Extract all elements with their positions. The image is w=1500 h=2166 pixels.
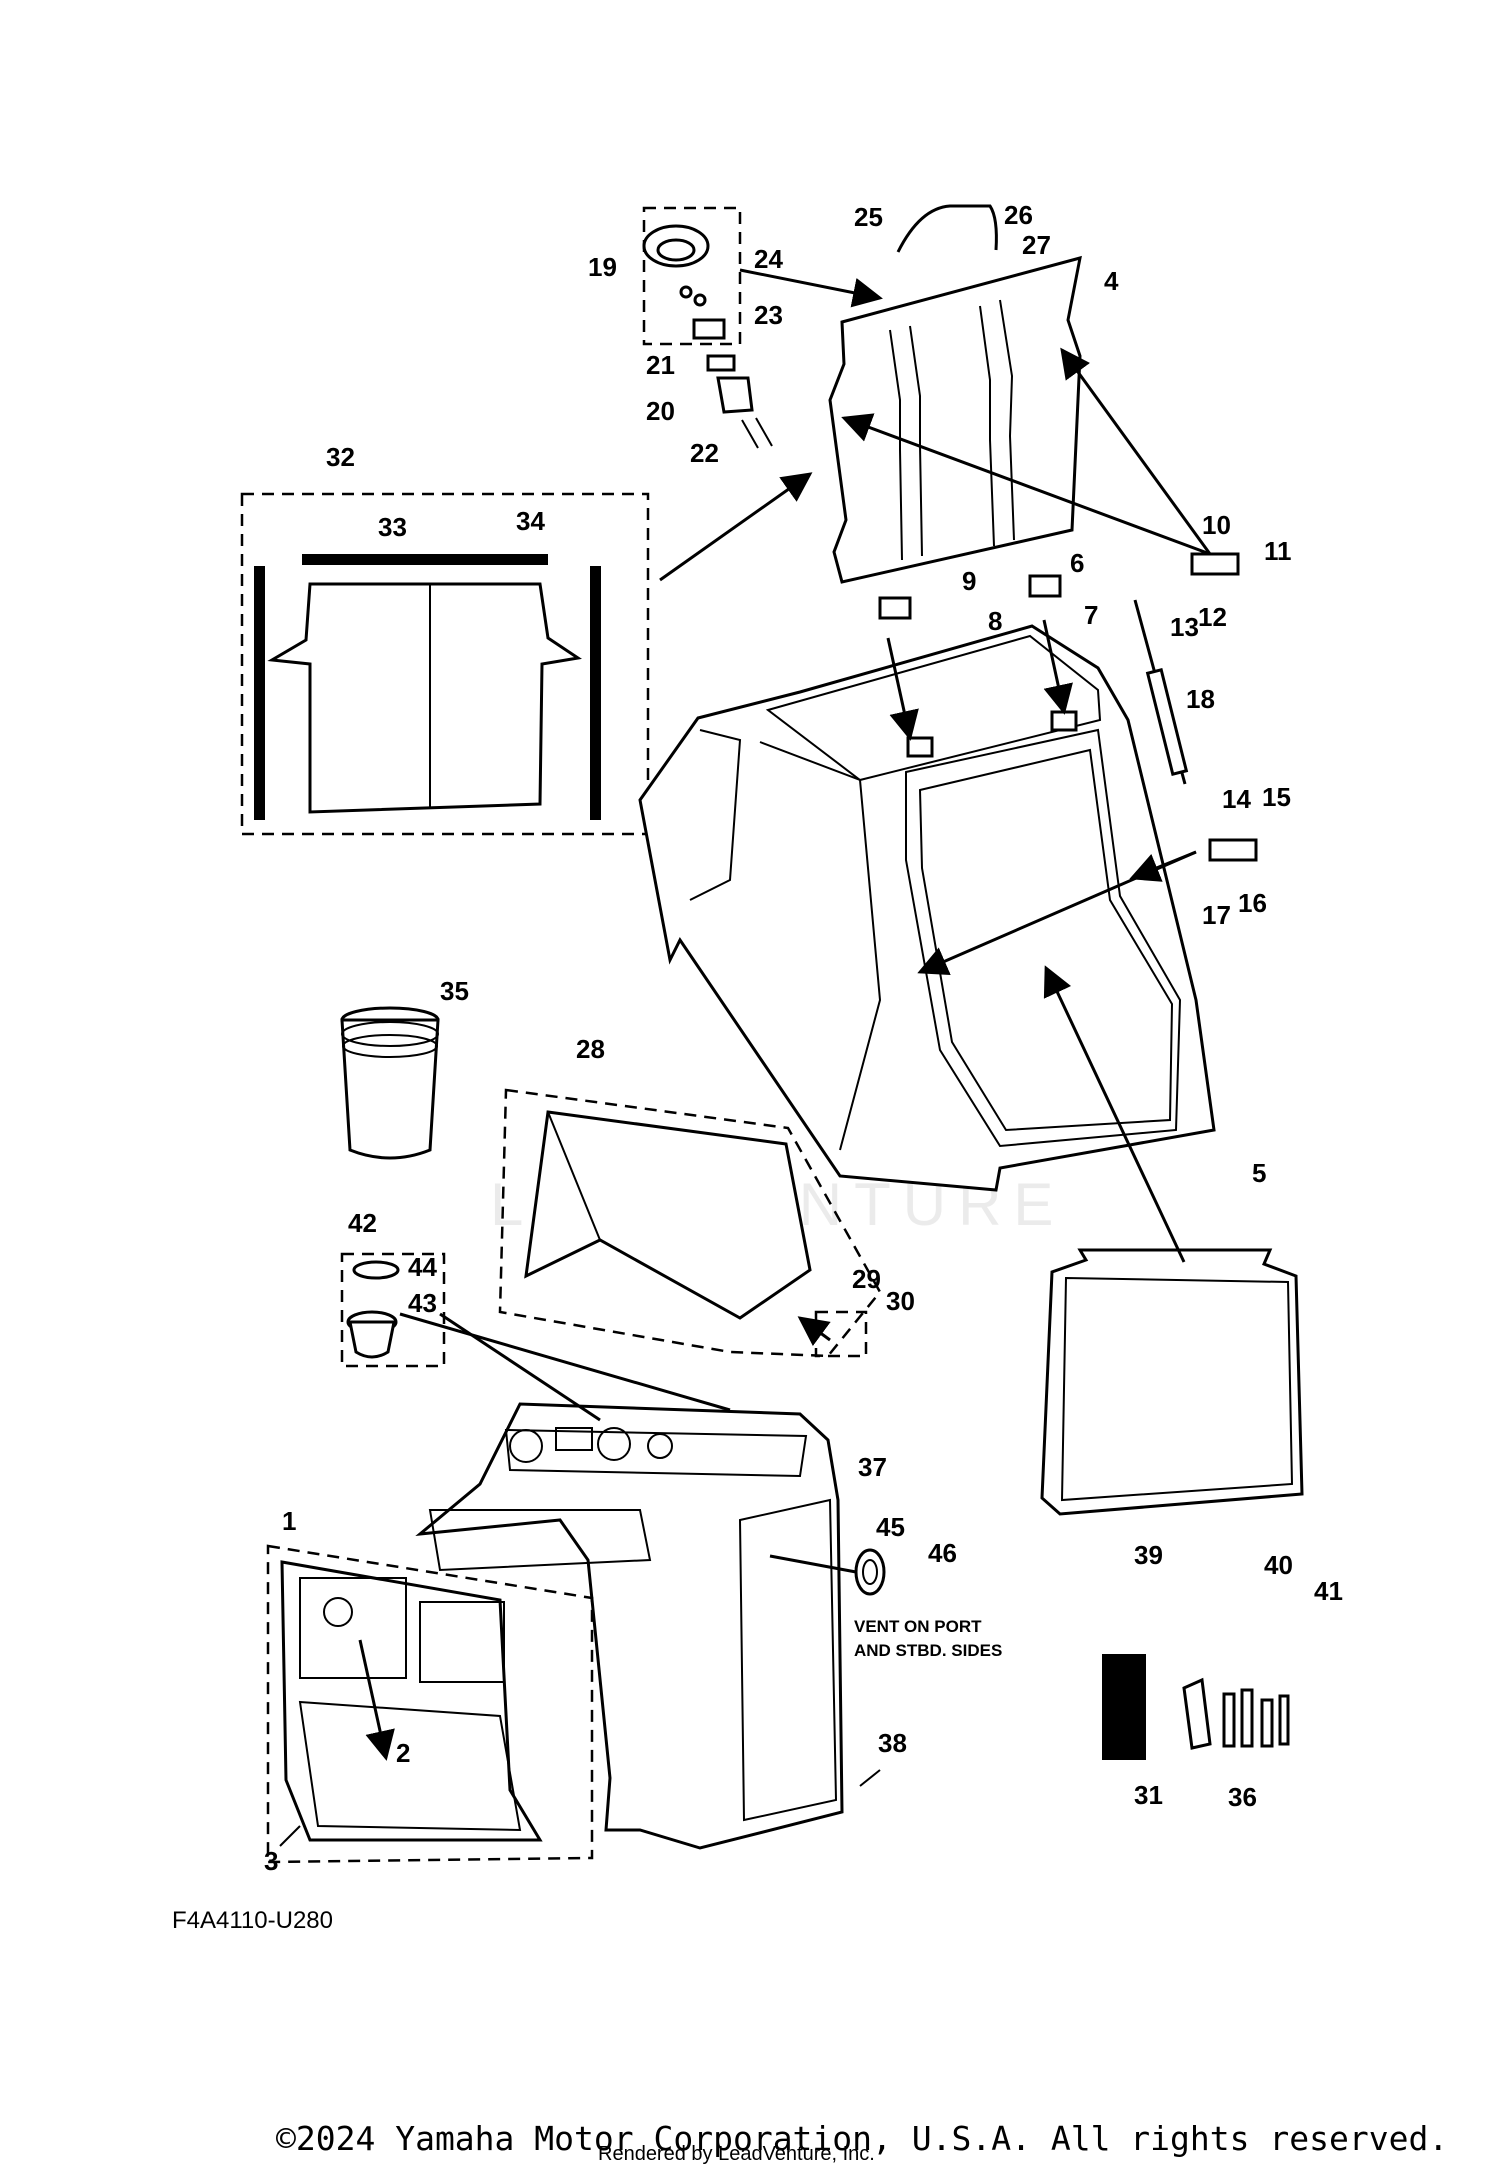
callout-39: 39 <box>1134 1540 1163 1570</box>
callout-31: 31 <box>1134 1780 1163 1810</box>
copyright-notice: ©2024 Yamaha Motor Corporation, U.S.A. A… <box>276 2119 1448 2158</box>
callout-43: 43 <box>408 1288 437 1318</box>
windshield-panel <box>828 255 1082 584</box>
callout-25: 25 <box>854 202 883 232</box>
callout-13: 13 <box>1170 612 1199 642</box>
grab-handle <box>896 204 998 253</box>
callout-35: 35 <box>440 976 469 1006</box>
callout-5: 5 <box>1252 1158 1266 1188</box>
console-cover-group <box>498 1088 882 1358</box>
rendered-by-text: Rendered by LeadVenture, Inc. <box>598 2143 875 2165</box>
callout-11: 11 <box>1264 536 1292 566</box>
callout-36: 36 <box>1228 1782 1257 1812</box>
callout-34: 34 <box>516 506 545 536</box>
callout-38: 38 <box>878 1728 907 1758</box>
hinge-hardware <box>878 552 1258 862</box>
callout-4: 4 <box>1104 266 1119 296</box>
callout-18: 18 <box>1186 684 1215 714</box>
cup-holder-insert <box>340 1006 440 1160</box>
callout-30: 30 <box>886 1286 915 1316</box>
callout-40: 40 <box>1264 1550 1293 1580</box>
callout-32: 32 <box>326 442 355 472</box>
callout-16: 16 <box>1238 888 1267 918</box>
callout-2: 2 <box>396 1738 410 1768</box>
callout-17: 17 <box>1202 900 1231 930</box>
callout-37: 37 <box>858 1452 887 1482</box>
callout-26: 26 <box>1004 200 1033 230</box>
vent-part <box>854 1548 886 1596</box>
callout-3: 3 <box>264 1846 278 1876</box>
cabin-hardtop <box>638 624 1216 1192</box>
callout-28: 28 <box>576 1034 605 1064</box>
callout-14: 14 <box>1222 784 1251 814</box>
callout-9: 9 <box>962 566 976 596</box>
front-panel-group <box>266 1544 594 1864</box>
callout-44: 44 <box>408 1252 437 1282</box>
callout-12: 12 <box>1198 602 1227 632</box>
callout-27: 27 <box>1022 230 1051 260</box>
callout-45: 45 <box>876 1512 905 1542</box>
callout-20: 20 <box>646 396 675 426</box>
callout-7: 7 <box>1084 600 1098 630</box>
callout-6: 6 <box>1070 548 1084 578</box>
leader-lines <box>279 268 1212 1847</box>
callout-19: 19 <box>588 252 617 282</box>
callout-24: 24 <box>754 244 783 274</box>
callout-42: 42 <box>348 1208 377 1238</box>
callout-46: 46 <box>928 1538 957 1568</box>
callout-23: 23 <box>754 300 783 330</box>
callout-29: 29 <box>852 1264 881 1294</box>
vent-note-line-1: VENT ON PORT <box>854 1617 982 1636</box>
callout-labels: 1 2 3 4 5 6 7 8 9 10 11 12 13 14 15 16 1… <box>264 200 1343 1876</box>
tool-kit <box>1182 1677 1290 1750</box>
callout-22: 22 <box>690 438 719 468</box>
diagram-code: F4A4110-U280 <box>172 1907 333 1934</box>
callout-21: 21 <box>646 350 675 380</box>
console-body <box>415 1402 844 1850</box>
callout-8: 8 <box>988 606 1002 636</box>
mat-kit-group <box>240 492 650 836</box>
callout-15: 15 <box>1262 782 1291 812</box>
lock-handle-group <box>642 206 773 449</box>
cupholder-kit-group <box>340 1252 446 1368</box>
callout-1: 1 <box>282 1506 296 1536</box>
callout-33: 33 <box>378 512 407 542</box>
hatch-frame <box>1040 1248 1304 1516</box>
vent-note-line-2: AND STBD. SIDES <box>854 1641 1002 1660</box>
callout-41: 41 <box>1314 1576 1343 1606</box>
callout-10: 10 <box>1202 510 1231 540</box>
decal-part <box>1102 1654 1146 1760</box>
